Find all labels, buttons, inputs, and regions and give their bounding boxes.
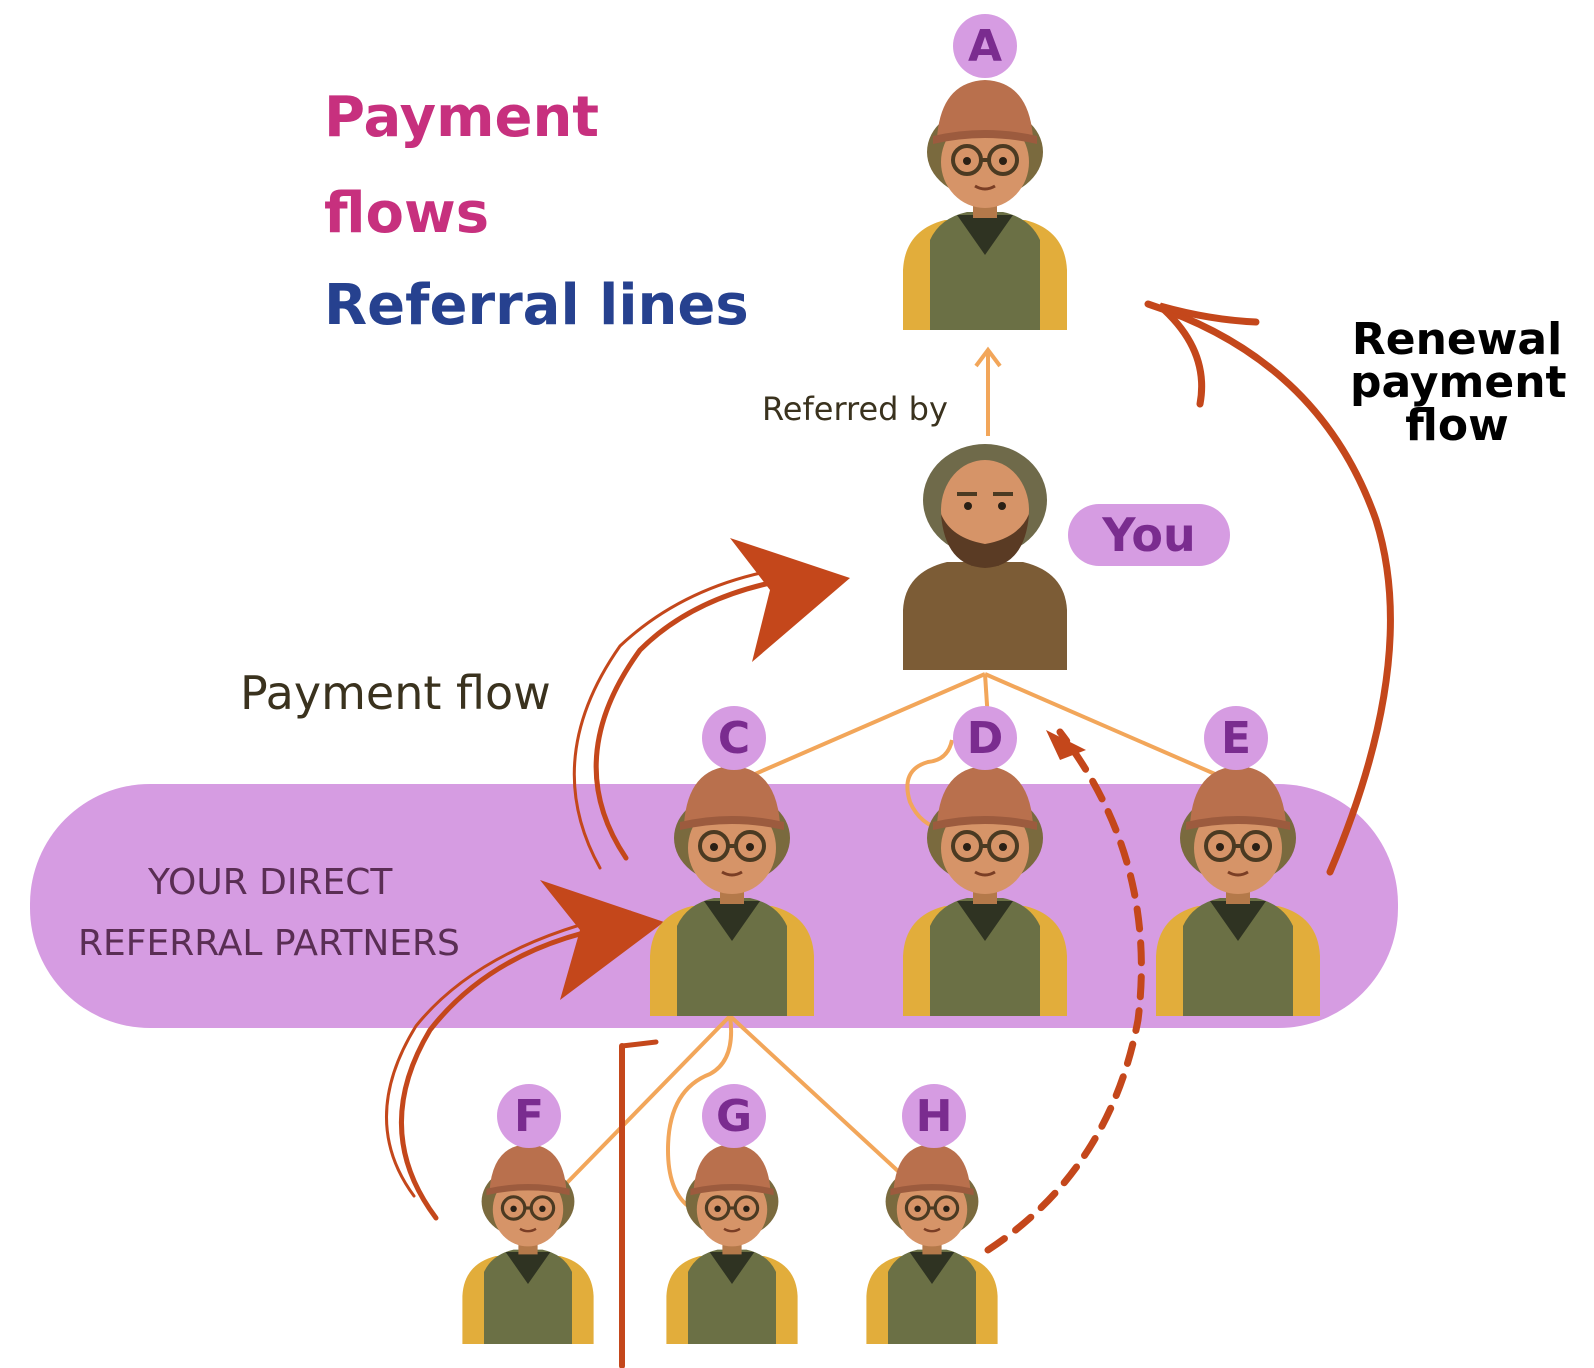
referral-lines: [558, 346, 1239, 1208]
direct-partners-line1: YOUR DIRECT: [148, 862, 393, 903]
renewal-flow-e-to-a: [1144, 300, 1394, 876]
legend-flows: flows: [324, 181, 490, 246]
payment-flow-label: Payment flow: [240, 666, 551, 720]
referral-line-c-to-h: [728, 1014, 914, 1186]
person-h: [864, 1142, 1000, 1346]
person-g: [664, 1142, 800, 1346]
arrowhead-payment-to-c: [540, 880, 664, 1000]
arrowhead-payment-to-you: [730, 538, 850, 662]
renewal-line2: payment: [1350, 357, 1567, 409]
referral-curl-d: [905, 739, 954, 832]
referral-line-you-to-e: [984, 672, 1239, 786]
payment-flow-g-to-c-tip: [619, 1039, 659, 1049]
badge-e: E: [1204, 706, 1268, 770]
badge-a: A: [953, 14, 1017, 78]
payment-flow-f-to-c-secondary: [385, 910, 632, 1198]
referral-arrowhead-a: [974, 346, 1002, 368]
referral-line-you-to-c: [731, 672, 986, 786]
payment-arrows: [385, 300, 1394, 1368]
person-d: [901, 764, 1069, 1018]
renewal-label: Renewal payment flow: [1350, 314, 1567, 452]
badge-c: C: [702, 706, 766, 770]
person-c: [648, 764, 816, 1018]
badge-d: D: [953, 706, 1017, 770]
person-e: [1154, 764, 1322, 1018]
you-badge: You: [1068, 504, 1230, 566]
direct-partners-line2: REFERRAL PARTNERS: [78, 923, 460, 965]
renewal-dashed-h-to-d: [984, 728, 1145, 1254]
payment-flow-c-to-you: [593, 573, 813, 861]
badge-g: G: [702, 1084, 766, 1148]
payment-flow-f-to-c: [398, 919, 643, 1221]
referred-by-label: Referred by: [762, 390, 948, 428]
renewal-flow-arrowhead: [1157, 302, 1260, 408]
payment-arrowheads: [540, 538, 1086, 1000]
badge-f: F: [497, 1084, 561, 1148]
badge-h: H: [902, 1084, 966, 1148]
direct-partners-label: YOUR DIRECT REFERRAL PARTNERS: [78, 852, 460, 974]
payment-flow-c-to-you-secondary: [572, 564, 802, 870]
person-a: [901, 78, 1069, 332]
referral-line-c-to-g: [665, 1015, 734, 1208]
renewal-line1: Renewal: [1351, 314, 1563, 365]
person-you: [901, 442, 1069, 672]
renewal-line3: flow: [1405, 400, 1509, 452]
legend-referral-lines: Referral lines: [324, 273, 749, 338]
referral-line-c-to-f: [558, 1014, 732, 1192]
arrowhead-dashed-to-d: [1046, 730, 1086, 760]
legend-payment: Payment: [324, 85, 600, 150]
